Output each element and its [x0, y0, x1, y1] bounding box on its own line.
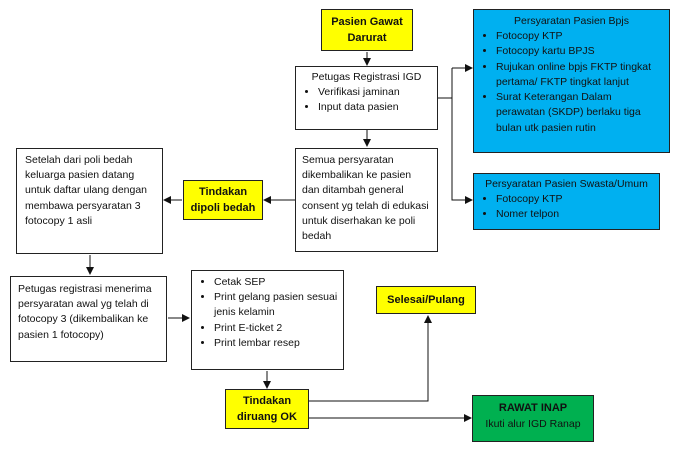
- list-item: Print lembar resep: [214, 336, 339, 351]
- node-persyaratan-swasta: Persyaratan Pasien Swasta/Umum Fotocopy …: [473, 173, 660, 230]
- persyaratan-bpjs-list: Fotocopy KTP Fotocopy kartu BPJS Rujukan…: [480, 29, 663, 136]
- list-item: Fotocopy KTP: [496, 29, 663, 44]
- cetak-list: Cetak SEP Print gelang pasien sesuai jen…: [196, 275, 339, 351]
- list-item: Print gelang pasien sesuai jenis kelamin: [214, 290, 339, 320]
- list-item: Nomer telpon: [496, 207, 653, 222]
- list-item: Input data pasien: [318, 100, 431, 115]
- petugas-igd-list: Verifikasi jaminan Input data pasien: [302, 85, 431, 115]
- arrow-to-swasta: [451, 98, 473, 204]
- node-petugas-igd: Petugas Registrasi IGD Verifikasi jamina…: [295, 66, 438, 130]
- node-pasien-gawat-darurat: Pasien Gawat Darurat: [321, 9, 413, 51]
- arrow-igd-to-requirements: [438, 68, 453, 99]
- petugas-igd-title: Petugas Registrasi IGD: [311, 71, 422, 83]
- list-item: Cetak SEP: [214, 275, 339, 290]
- list-item: Fotocopy KTP: [496, 192, 653, 207]
- node-tindakan-diruang-ok: Tindakan diruang OK: [225, 389, 309, 429]
- node-cetak-list: Cetak SEP Print gelang pasien sesuai jen…: [191, 270, 344, 370]
- list-item: Fotocopy kartu BPJS: [496, 44, 663, 59]
- rawat-inap-subtitle: Ikuti alur IGD Ranap: [485, 417, 581, 430]
- node-persyaratan-bpjs: Persyaratan Pasien Bpjs Fotocopy KTP Fot…: [473, 9, 670, 153]
- node-setelah-poli-bedah: Setelah dari poli bedah keluarga pasien …: [16, 148, 163, 254]
- node-selesai-pulang: Selesai/Pulang: [376, 286, 476, 314]
- arrow-ok-to-selesai: [309, 315, 432, 402]
- rawat-inap-title: RAWAT INAP: [498, 402, 568, 414]
- node-rawat-inap: RAWAT INAP Ikuti alur IGD Ranap: [472, 395, 594, 442]
- node-tindakan-dipoli-bedah: Tindakan dipoli bedah: [183, 180, 263, 220]
- list-item: Verifikasi jaminan: [318, 85, 431, 100]
- list-item: Rujukan online bpjs FKTP tingkat pertama…: [496, 60, 663, 90]
- persyaratan-swasta-title: Persyaratan Pasien Swasta/Umum: [485, 178, 648, 190]
- persyaratan-swasta-list: Fotocopy KTP Nomer telpon: [480, 192, 653, 222]
- persyaratan-bpjs-title: Persyaratan Pasien Bpjs: [514, 15, 629, 27]
- list-item: Print E-ticket 2: [214, 321, 339, 336]
- node-petugas-registrasi: Petugas registrasi menerima persyaratan …: [10, 276, 167, 362]
- list-item: Surat Keterangan Dalam perawatan (SKDP) …: [496, 90, 663, 136]
- node-semua-persyaratan: Semua persyaratan dikembalikan ke pasien…: [295, 148, 438, 252]
